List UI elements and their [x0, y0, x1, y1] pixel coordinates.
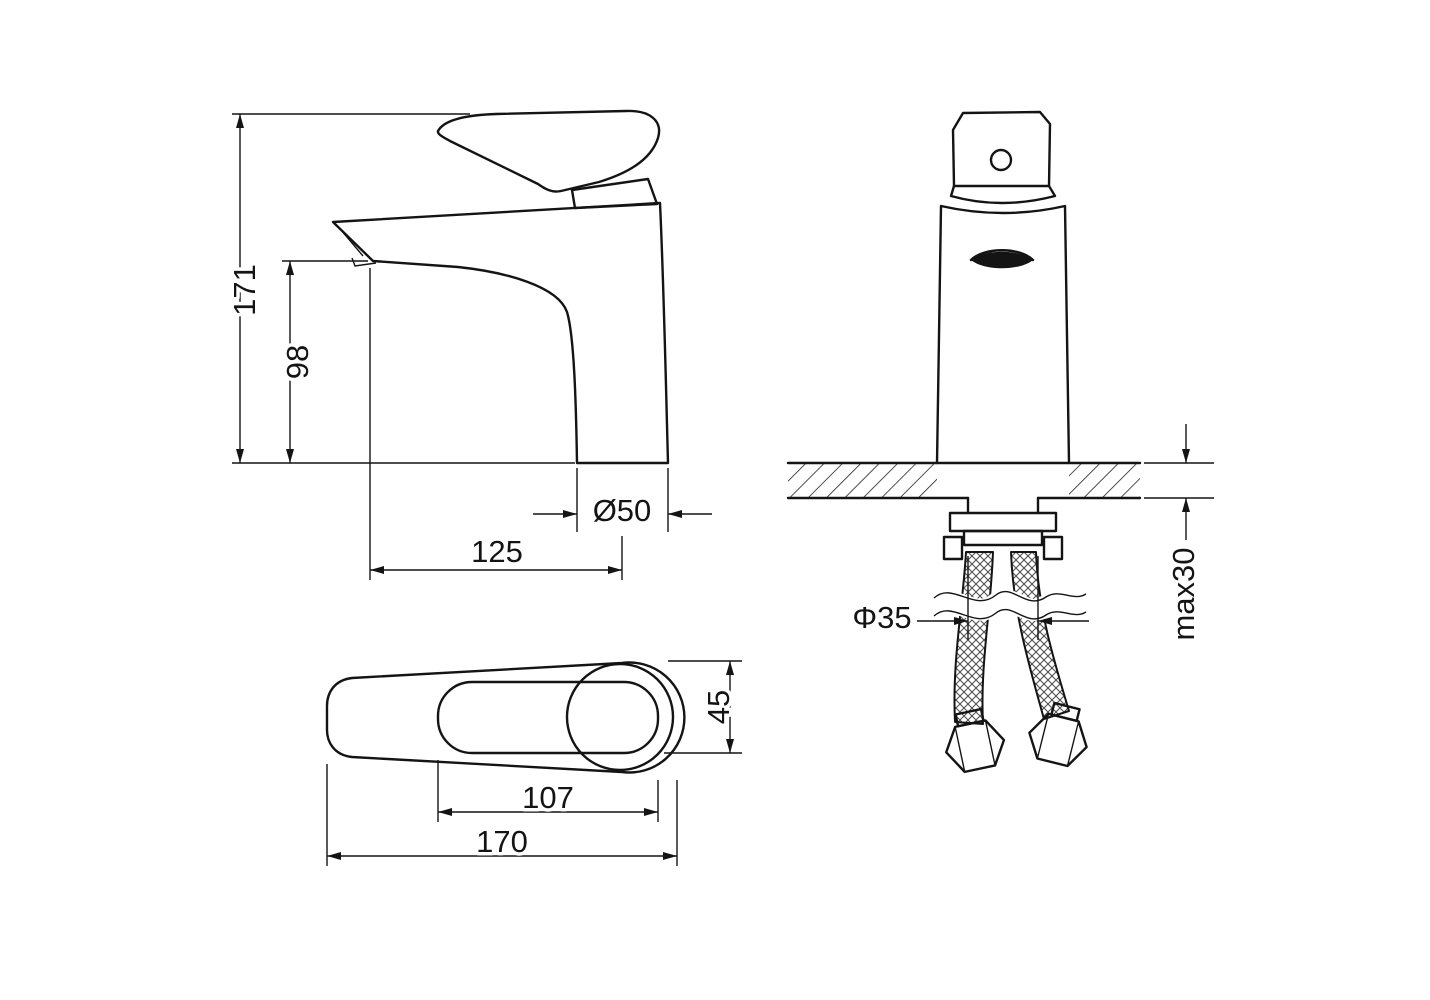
- front-view: Φ35 max30: [786, 110, 1214, 774]
- dimension-max-deck-thickness: max30: [1144, 424, 1214, 644]
- top-view-lever-inset: [436, 680, 660, 755]
- dimension-label-max-deck-thickness: max30: [1166, 547, 1201, 640]
- braided-hose-right: [1010, 551, 1070, 720]
- deck-hatch-right: [1069, 463, 1140, 498]
- dimension-total-height: 171: [224, 113, 575, 464]
- side-view-body-outline: [331, 201, 670, 465]
- dimension-label-overall-length: 170: [476, 824, 528, 859]
- dimension-label-spout-reach: 125: [471, 534, 523, 569]
- dimension-label-lever-length: 107: [522, 780, 574, 815]
- front-view-handle-cap: [951, 110, 1052, 188]
- braided-hose-left: [953, 551, 994, 725]
- spout-outlet-arc: [969, 249, 1035, 262]
- dimension-label-base-diameter: Ø50: [593, 493, 652, 528]
- mounting-tab-right: [1042, 535, 1064, 561]
- mounting-shank: [966, 496, 1040, 515]
- mounting-bracket: [962, 529, 1044, 547]
- top-view-handle-outline: [325, 661, 686, 774]
- dimension-label-handle-width: 45: [701, 690, 736, 724]
- dimension-hole-diameter: Φ35: [849, 556, 1089, 640]
- front-view-collar: [949, 184, 1057, 205]
- front-view-body-outline: [935, 204, 1071, 465]
- hose-nut-right: [1028, 701, 1088, 768]
- dimension-base-diameter: Ø50: [533, 468, 712, 532]
- spout-outlet-shadow: [971, 251, 1033, 269]
- dimension-spout-reach: 125: [369, 268, 623, 580]
- top-view: 45 107 170: [325, 660, 742, 866]
- hose-break-mask: [923, 589, 1097, 621]
- dimension-spout-height: 98: [277, 260, 368, 463]
- hose-nut-left: [945, 707, 1006, 774]
- hose-break-line-bottom: [933, 608, 1087, 620]
- side-view-handle-lever: [436, 109, 661, 193]
- dimension-label-hole-diameter: Φ35: [852, 600, 911, 635]
- side-view: 171 98 Ø50 125: [224, 109, 712, 580]
- mounting-flange: [948, 511, 1058, 533]
- mounting-tab-left: [942, 535, 964, 561]
- dimension-label-total-height: 171: [227, 264, 262, 316]
- deck-hatch-left: [788, 463, 937, 498]
- dimension-lever-length: 107: [437, 760, 659, 822]
- dimension-label-spout-height: 98: [280, 345, 315, 379]
- hose-break-line-top: [933, 590, 1087, 602]
- handle-button-icon: [989, 148, 1013, 172]
- dimension-handle-width: 45: [664, 660, 742, 754]
- dimension-overall-length: 170: [326, 764, 678, 866]
